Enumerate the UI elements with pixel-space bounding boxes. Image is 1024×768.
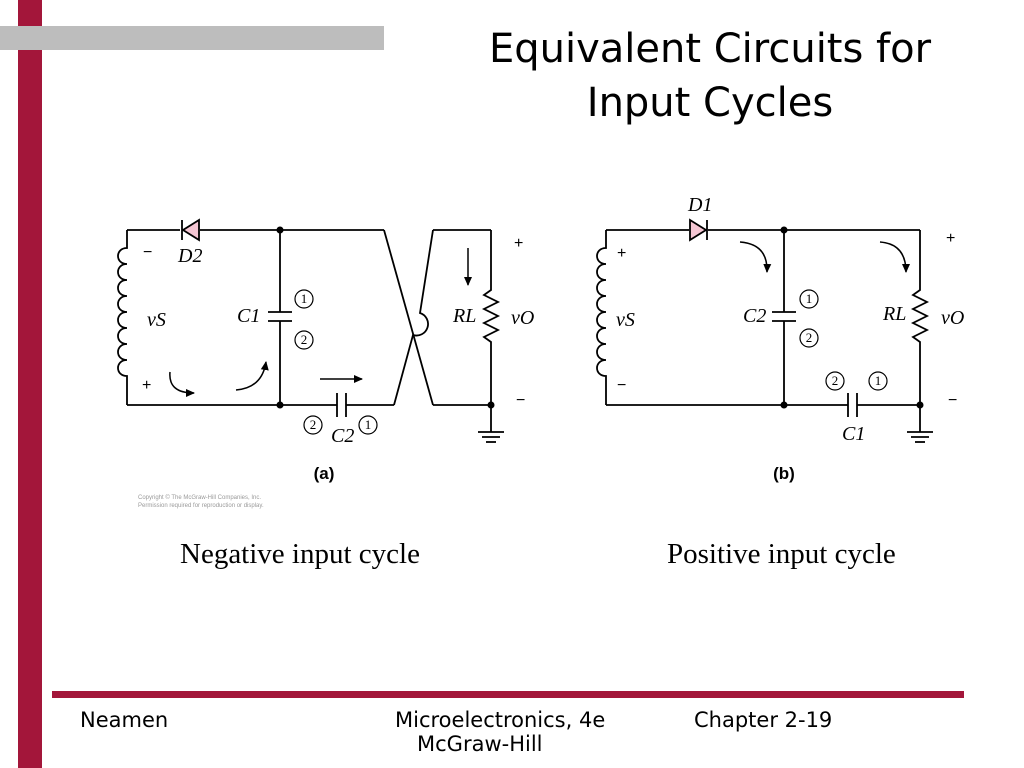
c1b-node2-label: 2 (832, 373, 839, 388)
source-coil-b (596, 230, 607, 405)
capacitor-c2b-label: C2 (743, 305, 766, 327)
caption-positive-cycle: Positive input cycle (667, 538, 896, 570)
cross-wire-2 (393, 229, 434, 406)
resistor-rl-b (910, 230, 930, 405)
diode-d2-symbol (181, 218, 200, 242)
c1b-node1-label: 1 (875, 373, 882, 388)
c2b-node1-label: 1 (806, 291, 813, 306)
svg-text:Permission required for reprod: Permission required for reproduction or … (138, 503, 264, 509)
current-arrows-a (169, 248, 472, 397)
sublabel-a: (a) (314, 464, 335, 483)
diode-d2-label: D2 (177, 245, 202, 267)
source-vs-a-label: vS (147, 309, 166, 331)
output-vo-b-label: vO (941, 307, 964, 329)
diode-d1-label: D1 (687, 194, 712, 216)
c2-node2-label: 2 (310, 417, 317, 432)
title-line-2: Input Cycles (586, 80, 834, 126)
source-b-minus: − (617, 377, 626, 394)
footer-book: Microelectronics, 4e McGraw-Hill (395, 708, 655, 756)
diode-d1-symbol (689, 218, 708, 242)
source-b-plus: + (617, 245, 626, 262)
output-b-plus: + (946, 230, 955, 247)
resistor-rl-a-label: RL (452, 305, 476, 327)
cross-wire-1 (383, 229, 434, 406)
source-vs-b-label: vS (616, 309, 635, 331)
output-b-minus: − (948, 392, 957, 409)
source-a-minus: − (143, 244, 152, 261)
circuit-a (117, 218, 504, 443)
footer-book-title: Microelectronics, 4e (395, 708, 606, 732)
node-circles-b (799, 289, 888, 391)
current-arrows-b (739, 241, 910, 273)
resistor-rl-b-label: RL (882, 303, 906, 325)
footer-divider (52, 691, 964, 698)
slide-title: Equivalent Circuits for Input Cycles (430, 22, 990, 130)
left-accent-bar (18, 0, 42, 768)
copyright-note: Copyright © The McGraw-Hill Companies, I… (138, 494, 264, 509)
c1-node1-label: 1 (301, 291, 308, 306)
output-a-plus: + (514, 235, 523, 252)
sublabel-b: (b) (773, 464, 795, 483)
caption-negative-cycle: Negative input cycle (180, 538, 420, 570)
source-coil-a (117, 230, 128, 405)
top-gray-bar (0, 26, 384, 50)
title-line-1: Equivalent Circuits for (488, 26, 932, 72)
capacitor-c1b-label: C1 (842, 423, 865, 445)
c1-node2-label: 2 (301, 332, 308, 347)
capacitor-c1-label: C1 (237, 305, 260, 327)
footer-chapter: Chapter 2-19 (694, 708, 833, 732)
output-a-minus: − (516, 392, 525, 409)
c2-node1-label: 1 (365, 417, 372, 432)
c2b-node2-label: 2 (806, 330, 813, 345)
node-circles-a (294, 289, 378, 435)
nodes-a (276, 226, 495, 409)
resistor-rl-a (481, 230, 501, 405)
capacitor-c2-label: C2 (331, 425, 354, 447)
output-vo-a-label: vO (511, 307, 534, 329)
footer-author: Neamen (80, 708, 169, 732)
footer-publisher: McGraw-Hill (417, 732, 543, 756)
circuit-b (596, 218, 933, 443)
svg-text:Copyright © The McGraw-Hill Co: Copyright © The McGraw-Hill Companies, I… (138, 494, 261, 501)
nodes-b (780, 226, 924, 409)
source-a-plus: + (142, 377, 151, 394)
